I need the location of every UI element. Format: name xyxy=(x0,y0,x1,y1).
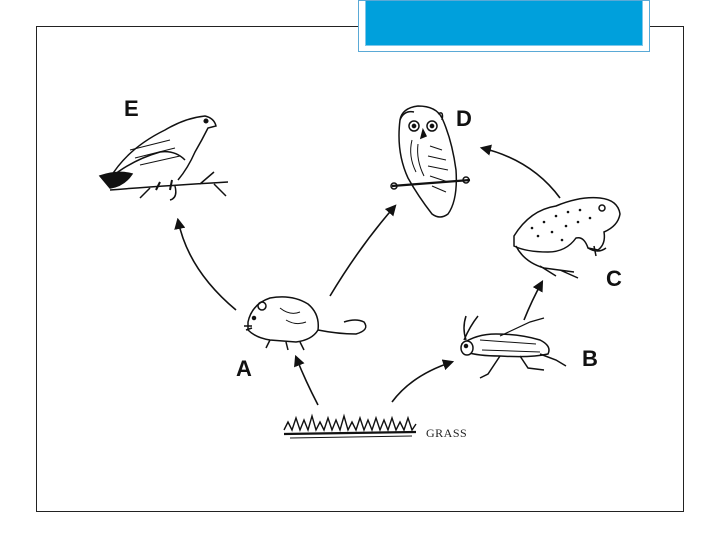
label-c: C xyxy=(606,266,622,292)
frog-icon xyxy=(514,198,620,278)
arrow-grasshopper-to-frog xyxy=(524,282,542,320)
label-d: D xyxy=(456,106,472,132)
hawk-icon xyxy=(100,116,228,200)
grasshopper-icon xyxy=(461,316,566,378)
label-grass: GRASS xyxy=(426,426,467,441)
grass-icon xyxy=(284,416,416,438)
arrow-mouse-to-hawk xyxy=(178,220,236,310)
label-b: B xyxy=(582,346,598,372)
mouse-icon xyxy=(244,297,366,350)
arrow-frog-to-owl xyxy=(482,148,560,198)
arrow-grass-to-grasshopper xyxy=(392,362,452,402)
arrow-grass-to-mouse xyxy=(296,357,318,405)
label-e: E xyxy=(124,96,139,122)
arrow-mouse-to-owl xyxy=(330,206,395,296)
label-a: A xyxy=(236,356,252,382)
